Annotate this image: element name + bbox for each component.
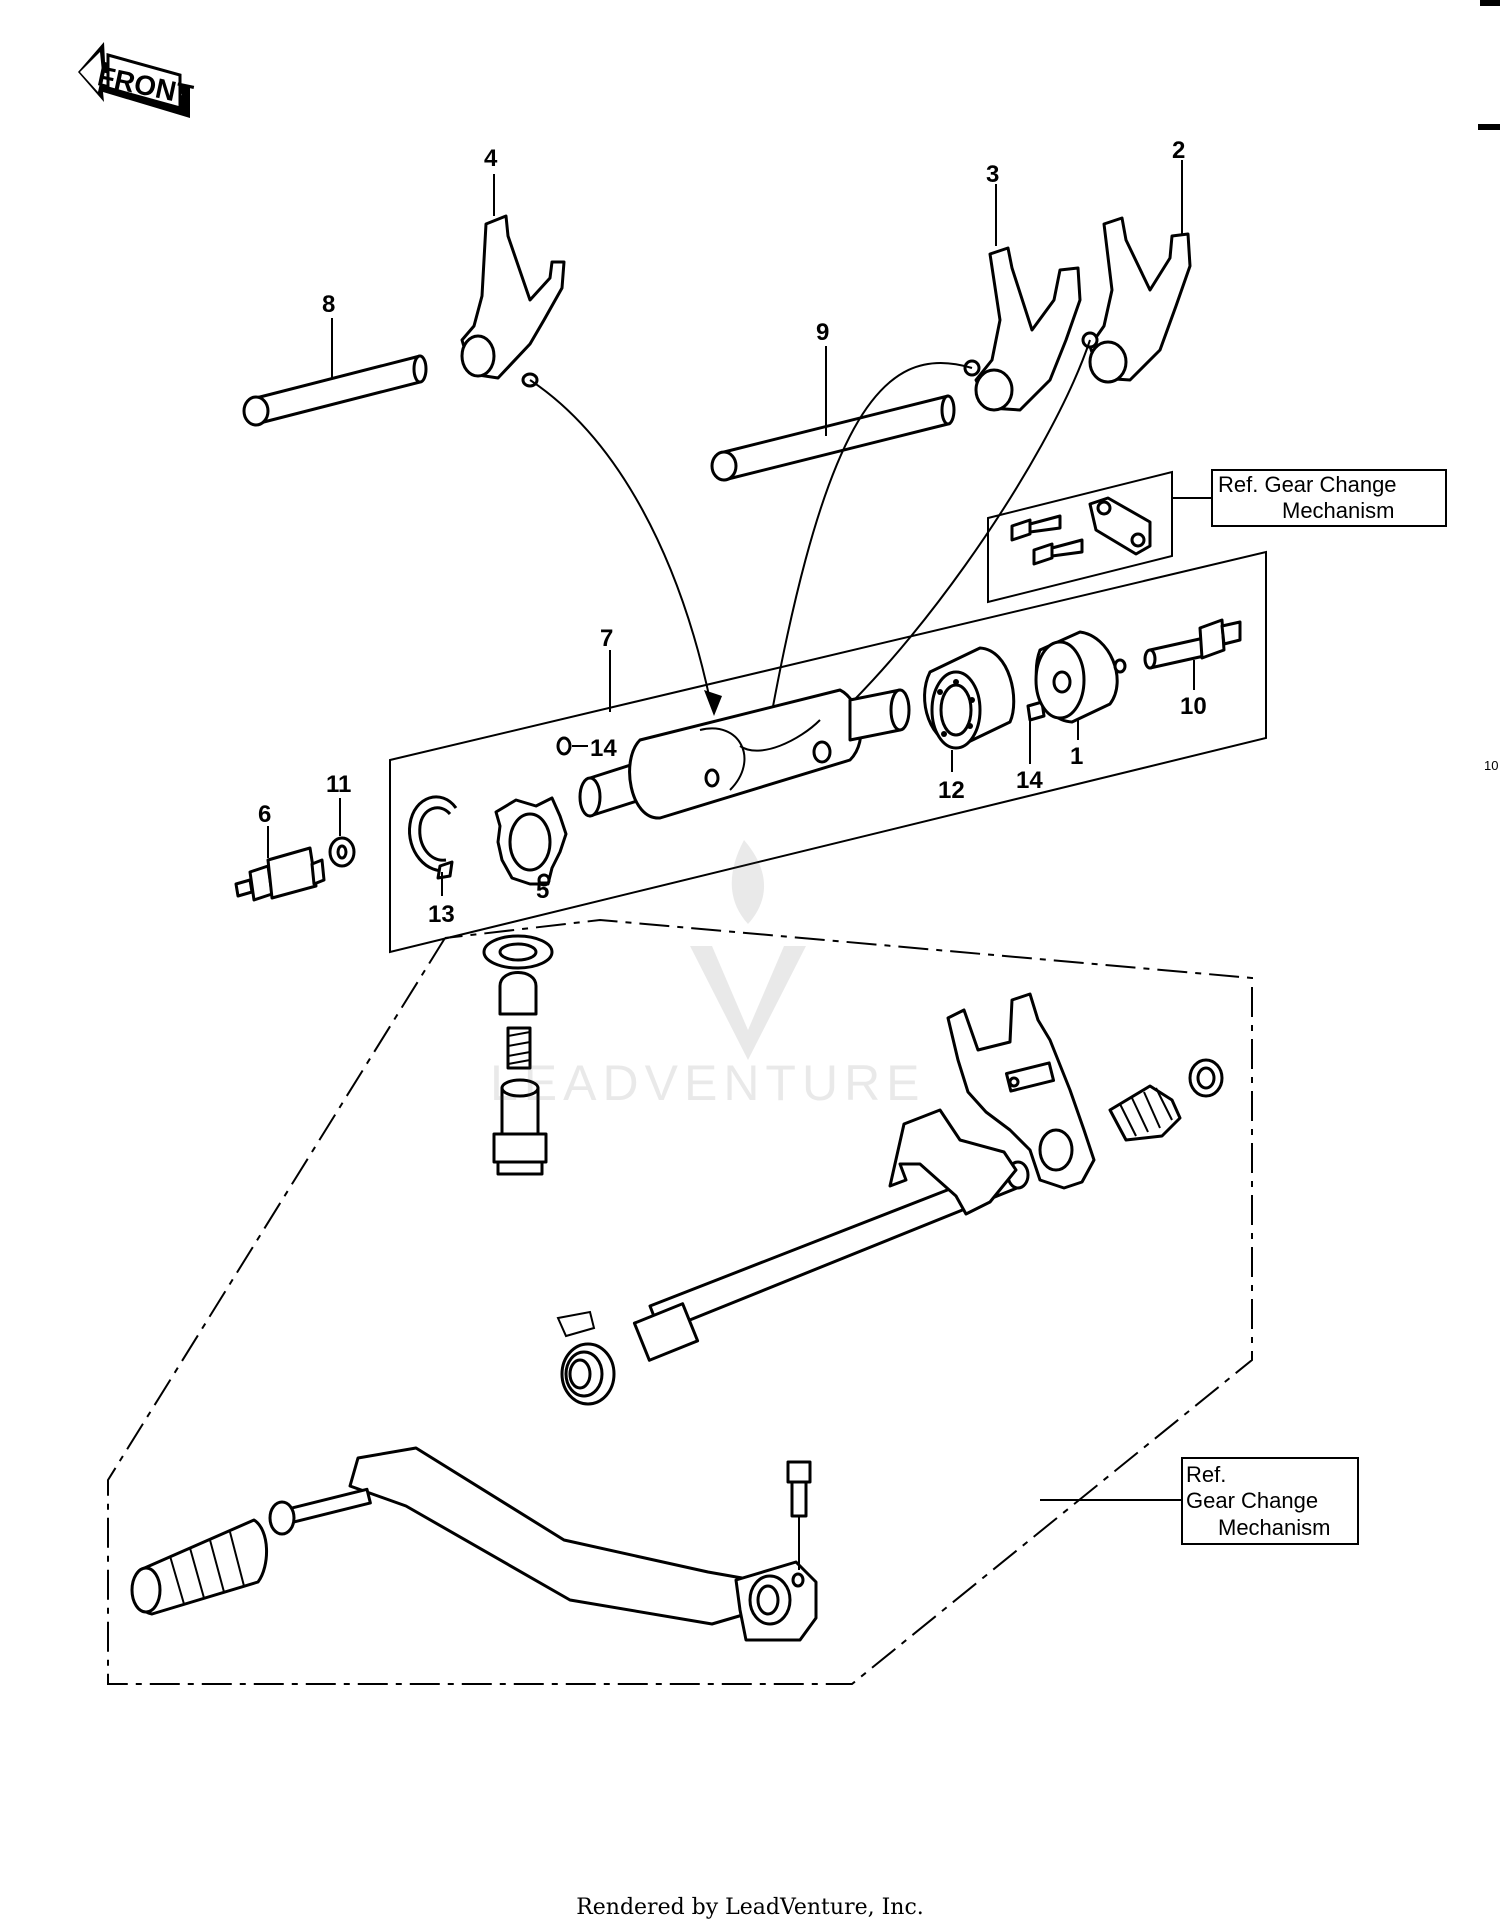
pedal-bolt xyxy=(786,1460,812,1518)
ref-plate-outline xyxy=(987,470,1173,604)
shift-drum-assembly-outline xyxy=(389,550,1267,954)
footer-credit: Rendered by LeadVenture, Inc. xyxy=(576,1895,924,1920)
callout-4: 4 xyxy=(484,145,498,172)
return-spring xyxy=(1108,1084,1182,1142)
ref-screw-2 xyxy=(1032,538,1084,566)
watermark-logo-icon xyxy=(690,946,806,1060)
pin-14-lower xyxy=(1026,700,1046,722)
callout-9: 9 xyxy=(816,319,829,346)
detent-pin xyxy=(498,971,538,1016)
ref-plate xyxy=(1088,496,1152,556)
callout-8: 8 xyxy=(322,291,335,318)
shift-shaft xyxy=(632,1108,1030,1362)
ref-box-bottom-line2: Gear Change xyxy=(1186,1488,1318,1513)
shift-rod-8 xyxy=(242,354,428,427)
callout-14-upper: 14 xyxy=(590,735,617,762)
ref-box-bottom xyxy=(1181,1457,1359,1545)
callout-3: 3 xyxy=(986,161,999,188)
bearing-12 xyxy=(923,646,1016,750)
shift-fork-3 xyxy=(963,246,1082,412)
callout-2: 2 xyxy=(1172,137,1185,164)
shift-rod-9 xyxy=(710,394,956,482)
drum-holder-5 xyxy=(494,796,568,887)
bolt-10 xyxy=(1143,618,1242,670)
cam-plate-1 xyxy=(1034,630,1127,724)
detent-bolt xyxy=(492,1078,548,1176)
callout-14-lower: 14 xyxy=(1016,767,1043,794)
corner-mark-upper xyxy=(1478,124,1500,130)
shift-pedal-assembly-outline xyxy=(107,918,1253,1685)
edge-fragment-text: 10 xyxy=(1484,758,1498,773)
fork-guide-arrow-3 xyxy=(759,361,973,781)
ref-box-bottom-line3: Mechanism xyxy=(1218,1515,1330,1540)
pin-14-upper xyxy=(556,736,572,756)
ref-box-bottom-line1: Ref. xyxy=(1186,1462,1226,1487)
callout-5: 5 xyxy=(536,877,549,904)
detent-washer xyxy=(482,934,554,970)
watermark: LEADVENTURE xyxy=(490,840,926,1111)
fork-guide-arrow-4 xyxy=(529,379,711,701)
neutral-switch-6 xyxy=(234,846,326,902)
pedal-rubber xyxy=(130,1518,269,1616)
front-arrow-icon: FRONT xyxy=(78,42,196,118)
shift-drum-7 xyxy=(578,688,911,820)
circlip-13 xyxy=(408,795,458,880)
ref-box-top-line2: Mechanism xyxy=(1282,498,1394,523)
callout-7: 7 xyxy=(600,625,613,652)
detent-spring xyxy=(506,1026,532,1070)
callout-6: 6 xyxy=(258,801,271,828)
shift-fork-4 xyxy=(460,214,566,388)
ref-box-top-line1: Ref. Gear Change xyxy=(1218,472,1397,497)
callout-11: 11 xyxy=(326,771,351,798)
shift-pedal xyxy=(268,1446,818,1642)
callout-1: 1 xyxy=(1070,743,1083,770)
corner-mark-top xyxy=(1480,0,1500,6)
watermark-text: LEADVENTURE xyxy=(490,1055,926,1111)
arrowhead-4 xyxy=(704,690,722,716)
watermark-flame-icon xyxy=(731,840,765,924)
callout-12: 12 xyxy=(938,777,965,804)
ref-screw-1 xyxy=(1010,514,1062,542)
ref-box-top xyxy=(1211,469,1447,527)
callout-13: 13 xyxy=(428,901,455,928)
shift-fork-2 xyxy=(1081,216,1192,384)
shift-arm-plate xyxy=(946,992,1096,1190)
washer-11-hole xyxy=(336,844,348,860)
snap-ring-right xyxy=(1188,1058,1224,1098)
torsion-spring xyxy=(556,1310,616,1406)
callout-10: 10 xyxy=(1180,693,1207,720)
